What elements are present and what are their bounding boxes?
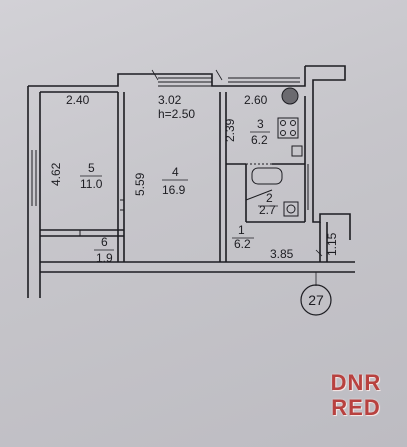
window-top-mid: [158, 77, 212, 87]
room-number: 6: [101, 235, 108, 249]
dim-bottom-right: 3.85: [270, 247, 294, 261]
room-area: 1.9: [96, 251, 113, 265]
room-number: 4: [172, 165, 179, 179]
room-number: 2: [266, 191, 273, 205]
ceiling-height: h=2.50: [158, 107, 195, 121]
dim-corridor-vertical: 1.15: [325, 232, 339, 256]
dim-left-vertical: 4.62: [49, 162, 63, 186]
dim-top-right: 2.60: [244, 93, 268, 107]
room-area: 6.2: [251, 133, 268, 147]
dimension-lines: [151, 69, 323, 257]
dim-top-left: 2.40: [66, 93, 90, 107]
outer-wall-top-right: [305, 65, 346, 96]
bathtub-icon: [251, 167, 283, 185]
room-6: 6 1.9: [94, 235, 114, 265]
dim-mid-vertical: 5.59: [133, 172, 147, 196]
dim-top-mid: 3.02: [158, 93, 182, 107]
room-number: 5: [88, 161, 95, 175]
room-4: 4 16.9: [162, 165, 188, 197]
room-2: 2 2.7: [258, 191, 278, 217]
dim-kitchen-vertical: 2.39: [223, 118, 237, 142]
window-left: [31, 150, 37, 206]
room-area: 6.2: [234, 237, 251, 251]
watermark-line-1: DNR: [330, 370, 382, 395]
dnr-red-watermark: DNR RED: [318, 366, 394, 424]
window-top-right: [228, 77, 300, 83]
partition-5-4: [117, 92, 125, 262]
outer-wall-left: [27, 86, 41, 298]
apartment-number: 27: [308, 292, 324, 308]
outer-wall-bottom: [40, 261, 355, 273]
windows: [31, 77, 309, 210]
door-bath: [245, 189, 273, 201]
gas-meter-icon: [281, 87, 299, 105]
walls: [27, 65, 355, 298]
room-number: 1: [238, 223, 245, 237]
room-3: 3 6.2: [250, 117, 270, 147]
outer-wall-right: [304, 96, 351, 240]
outer-wall-top-left: [28, 66, 306, 87]
stove-icon: [277, 117, 299, 139]
sink-icon: [283, 201, 299, 217]
kitchen-sink-icon: [291, 145, 303, 157]
room-area: 11.0: [80, 177, 103, 191]
partition-corridor: [319, 222, 328, 262]
partition-4-1: [219, 92, 227, 262]
room-1: 1 6.2: [232, 223, 254, 251]
room-5: 5 11.0: [80, 161, 103, 191]
room-area: 16.9: [162, 183, 186, 197]
apartment-number-badge: 27: [300, 272, 332, 316]
room-number: 3: [257, 117, 264, 131]
partition-closet: [40, 229, 124, 237]
room-area: 2.7: [259, 203, 276, 217]
watermark-line-2: RED: [331, 395, 381, 420]
door-room4: [120, 199, 124, 211]
doors: [79, 163, 273, 236]
partition-bath: [245, 164, 305, 223]
fixtures: [251, 87, 303, 217]
